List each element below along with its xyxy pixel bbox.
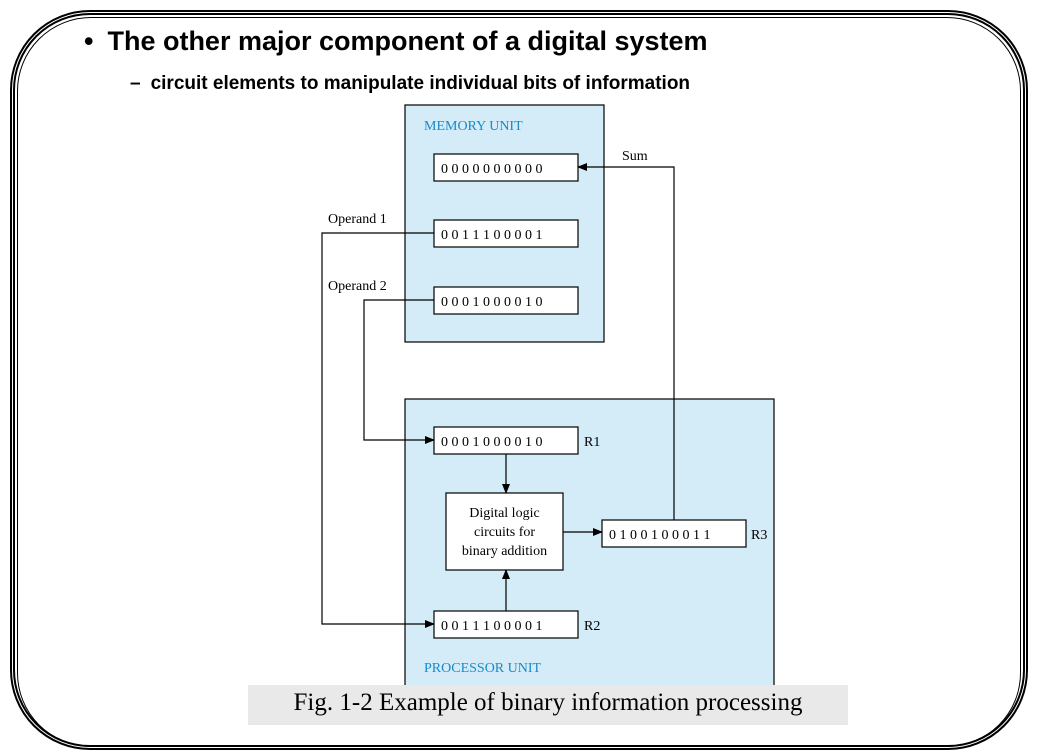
sum-path	[577, 163, 675, 520]
logic-line-1: Digital logic	[469, 506, 539, 521]
logic-line-3: binary addition	[462, 544, 547, 559]
processor-unit-label: PROCESSOR UNIT	[424, 661, 542, 676]
memory-unit-label: MEMORY UNIT	[424, 119, 523, 134]
sub-bullet-marker: –	[130, 73, 141, 94]
register-r3-label: R3	[751, 528, 767, 543]
sum-label: Sum	[622, 149, 648, 164]
main-bullet-text: The other major component of a digital s…	[107, 26, 708, 56]
register-r3-value: 0 1 0 0 1 0 0 0 1 1	[609, 528, 711, 543]
register-r1-value: 0 0 0 1 0 0 0 0 1 0	[441, 435, 543, 450]
memory-word-1-box	[433, 153, 579, 182]
memory-word-3-box	[433, 286, 579, 315]
sub-bullet: –circuit elements to manipulate individu…	[130, 73, 690, 95]
operand-1-path	[321, 232, 435, 628]
bullet-marker: •	[84, 26, 94, 56]
main-bullet: • The other major component of a digital …	[84, 26, 708, 57]
register-r1-label: R1	[584, 435, 600, 450]
sub-bullet-text: circuit elements to manipulate individua…	[150, 73, 691, 94]
memory-word-1: 0 0 0 0 0 0 0 0 0 0	[441, 162, 543, 177]
register-r1-box	[433, 426, 579, 455]
operand-2-label: Operand 2	[328, 279, 387, 294]
logic-line-2: circuits for	[474, 525, 535, 540]
register-r2-label: R2	[584, 619, 600, 634]
operand-1-label: Operand 1	[328, 212, 387, 227]
memory-word-2: 0 0 1 1 1 0 0 0 0 1	[441, 228, 543, 243]
operand-2-path	[363, 299, 435, 444]
register-r2-value: 0 0 1 1 1 0 0 0 0 1	[441, 619, 543, 634]
figure-caption: Fig. 1-2 Example of binary information p…	[248, 685, 848, 725]
binary-processing-diagram: MEMORY UNIT 0 0 0 0 0 0 0 0 0 0 0 0 1 1 …	[321, 104, 775, 687]
logic-circuit-box	[445, 492, 564, 571]
memory-word-3: 0 0 0 1 0 0 0 0 1 0	[441, 295, 543, 310]
